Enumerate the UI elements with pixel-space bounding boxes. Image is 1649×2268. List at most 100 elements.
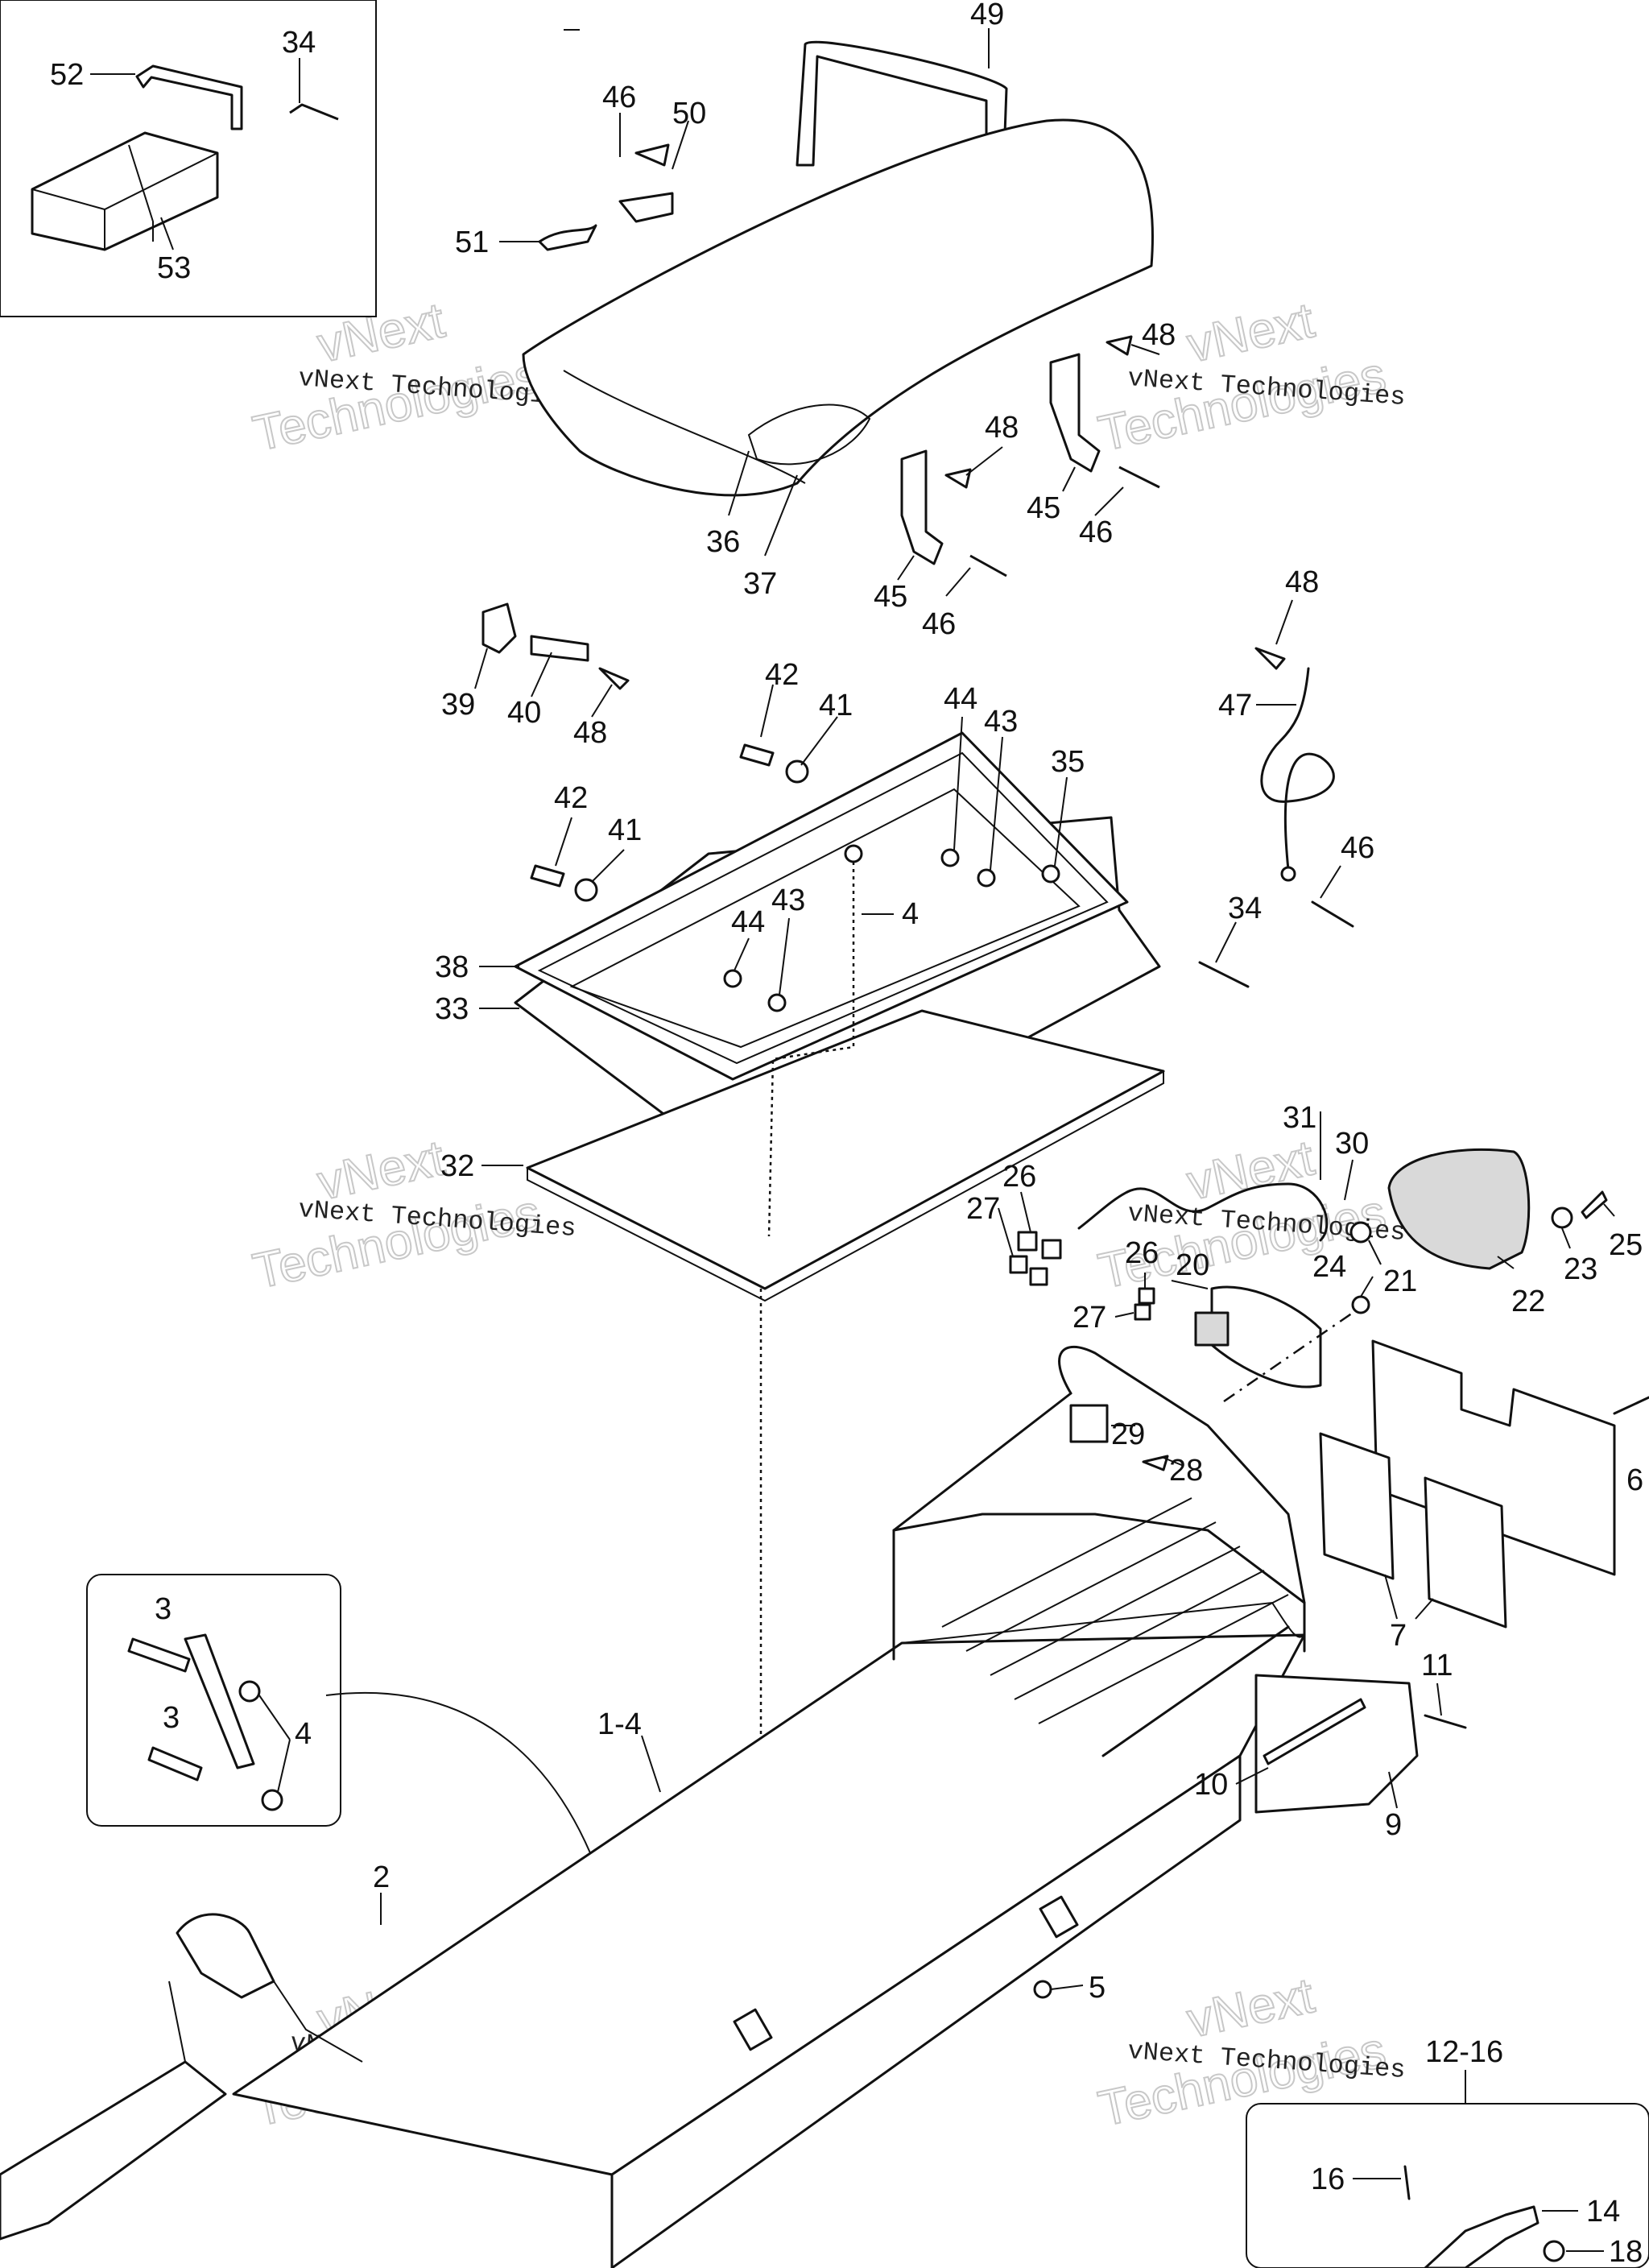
- callout-44: 44: [944, 682, 977, 716]
- callout-45: 45: [1027, 491, 1060, 525]
- flap-7a: [1319, 1432, 1395, 1580]
- nut-4a: [844, 844, 863, 863]
- watermark-3: vNext Technologies vNext Technologies: [248, 1129, 577, 1300]
- inset-box-bottom-right: 12-16 16 14 18: [1246, 2035, 1649, 2268]
- callout-28: 28: [1169, 1454, 1203, 1488]
- nut-43b: [767, 993, 787, 1012]
- slot-1: [1039, 1895, 1079, 1939]
- screw-42a: [739, 743, 775, 767]
- latch-assembly: 39 40 48: [441, 602, 630, 750]
- terminal-27b: [1029, 1267, 1048, 1286]
- rivet-46c: [969, 554, 1007, 577]
- callout-48: 48: [573, 716, 607, 750]
- rivet-46a: [634, 143, 670, 167]
- rivet-46d: [1311, 900, 1354, 928]
- rivet-34b: [1198, 961, 1250, 988]
- leader-48b: [965, 446, 1003, 476]
- leader-34b: [1215, 921, 1237, 963]
- leader-21: [1368, 1240, 1382, 1265]
- module-29: [1069, 1404, 1109, 1443]
- callout-14: 14: [1586, 2195, 1620, 2229]
- watermark-vnext: vNext: [1183, 1130, 1319, 1211]
- callout-27: 27: [966, 1192, 1000, 1226]
- leader-9: [1388, 1771, 1398, 1809]
- callout-44: 44: [731, 905, 765, 939]
- backing-plate: [184, 1633, 255, 1769]
- leader-1-4: [641, 1735, 661, 1793]
- callout-53: 53: [157, 251, 191, 285]
- light-housing-20: [1210, 1285, 1322, 1389]
- leader-42b: [555, 817, 572, 867]
- callout-9: 9: [1385, 1808, 1402, 1842]
- connector-26b: [1041, 1239, 1062, 1260]
- washer-41b: [574, 878, 598, 902]
- leader-43a: [990, 736, 1003, 871]
- seat-assembly: 49 46 50 51 36 37: [455, 0, 1154, 601]
- nut-4c: [261, 1789, 283, 1811]
- seat-cushion: [522, 118, 1154, 497]
- callout-3: 3: [163, 1701, 180, 1735]
- washer-44b: [723, 969, 742, 988]
- callout-48: 48: [1142, 318, 1176, 352]
- leader-41a: [800, 716, 838, 766]
- callout-47: 47: [1218, 689, 1252, 722]
- bolt-48a: [1106, 335, 1133, 356]
- leader-10: [1235, 1767, 1269, 1785]
- callout-46: 46: [1341, 831, 1374, 865]
- terminal-27c: [1134, 1303, 1151, 1321]
- leader-24: [1360, 1276, 1374, 1297]
- callout-34: 34: [282, 26, 316, 60]
- inset-box-top-left: 52 34 53: [0, 0, 377, 317]
- callout-16: 16: [1311, 2162, 1345, 2196]
- latch-39: [481, 602, 517, 654]
- screw-42b: [530, 864, 565, 888]
- seat-pad-53: [31, 131, 219, 251]
- leader-48c: [591, 684, 613, 718]
- leader-42a: [760, 684, 774, 738]
- callout-23: 23: [1564, 1252, 1597, 1286]
- bolt-48b: [944, 468, 972, 489]
- callout-4: 4: [902, 897, 919, 931]
- clip-51: [538, 224, 597, 251]
- washer-23: [1551, 1206, 1573, 1229]
- callout-29: 29: [1111, 1418, 1145, 1451]
- leader-53: [160, 217, 174, 250]
- slot-2: [733, 2008, 773, 2051]
- callout-42: 42: [554, 781, 588, 815]
- watermark-vnext: vNext: [313, 292, 449, 373]
- leader-25: [1603, 1203, 1615, 1217]
- leader-50: [672, 120, 689, 170]
- bolt-48c: [598, 667, 630, 690]
- leader-41b: [591, 849, 625, 883]
- leader-48a: [1130, 344, 1160, 355]
- rivet-46b: [1118, 466, 1160, 489]
- callout-46: 46: [602, 81, 636, 114]
- leader-26a: [1020, 1191, 1031, 1233]
- bracket-10: [1263, 1698, 1366, 1765]
- hinge-45a: [1049, 353, 1101, 473]
- leader-46d: [1320, 865, 1341, 899]
- callout-41: 41: [608, 813, 642, 847]
- mud-flap-9: [1254, 1674, 1419, 1814]
- leader-37: [764, 474, 798, 557]
- rack-rail-upright: [1058, 1345, 1306, 1604]
- handle-2: [176, 1913, 275, 1999]
- leader-30: [1344, 1159, 1354, 1201]
- rivet-11: [1424, 1714, 1467, 1729]
- rivet-6: [1613, 1396, 1649, 1415]
- tail-light-assembly: 31 30 26 27 26 20 27 24 21 22 23 25 29 2…: [966, 1101, 1643, 1488]
- leader-44b: [734, 937, 750, 971]
- callout-31: 31: [1283, 1101, 1316, 1135]
- callout-30: 30: [1335, 1127, 1369, 1161]
- tether-47: [1260, 667, 1335, 871]
- callout-41: 41: [819, 689, 853, 722]
- gasket-38-inner: [537, 751, 1109, 1065]
- inset-frame: [0, 0, 377, 317]
- callout-36: 36: [706, 525, 740, 559]
- leader-7a: [1384, 1574, 1398, 1620]
- inset-frame: [1246, 2103, 1649, 2268]
- callout-48: 48: [1285, 565, 1319, 599]
- leader-27a: [998, 1207, 1014, 1257]
- callout-49: 49: [970, 0, 1004, 31]
- leader-48d: [1275, 599, 1293, 645]
